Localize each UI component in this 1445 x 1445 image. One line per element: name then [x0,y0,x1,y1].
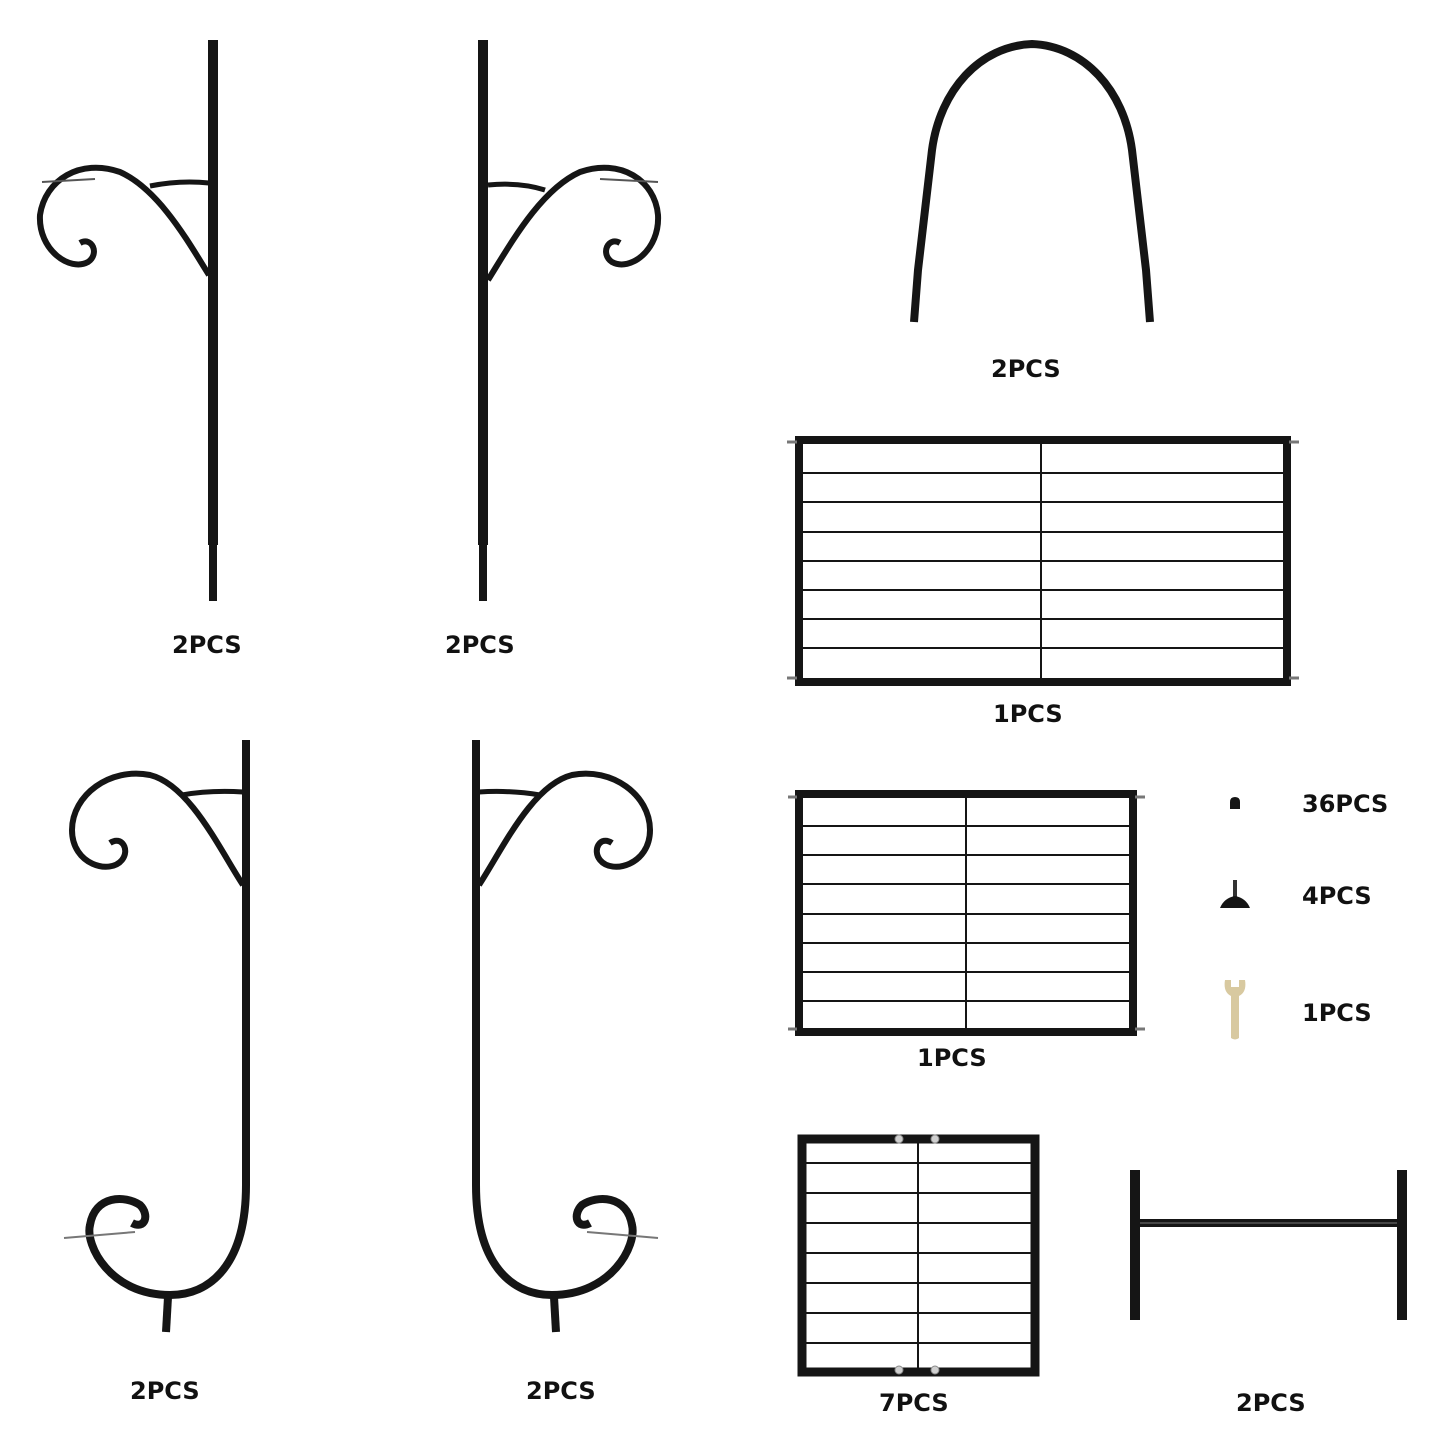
quantity-label: 2PCS [172,631,242,659]
medium-grid-panel-icon [788,790,1145,1036]
quantity-label: 1PCS [1302,999,1372,1027]
wrench-icon [1224,980,1246,1040]
leveling-foot-icon [1220,880,1250,908]
quantity-label: 1PCS [993,700,1063,728]
j-scroll-pole-left-icon [63,740,250,1333]
quantity-label: 4PCS [1302,882,1372,910]
shelf-grid-panel-icon [797,1134,1040,1377]
quantity-label: 1PCS [917,1044,987,1072]
quantity-label: 2PCS [130,1377,200,1405]
quantity-label: 7PCS [879,1389,949,1417]
j-scroll-pole-right-icon [472,740,659,1333]
quantity-label: 2PCS [991,355,1061,383]
h-frame-connector-icon [1130,1170,1407,1320]
arch-tube-icon [910,39,1154,323]
quantity-label: 36PCS [1302,790,1389,818]
wide-grid-panel-icon [787,436,1299,686]
quantity-label: 2PCS [526,1377,596,1405]
cap-nut-icon [1230,797,1240,809]
quantity-label: 2PCS [445,631,515,659]
quantity-label: 2PCS [1236,1389,1306,1417]
scroll-hook-pole-right-icon [478,40,662,601]
scroll-hook-pole-left-icon [36,40,218,601]
